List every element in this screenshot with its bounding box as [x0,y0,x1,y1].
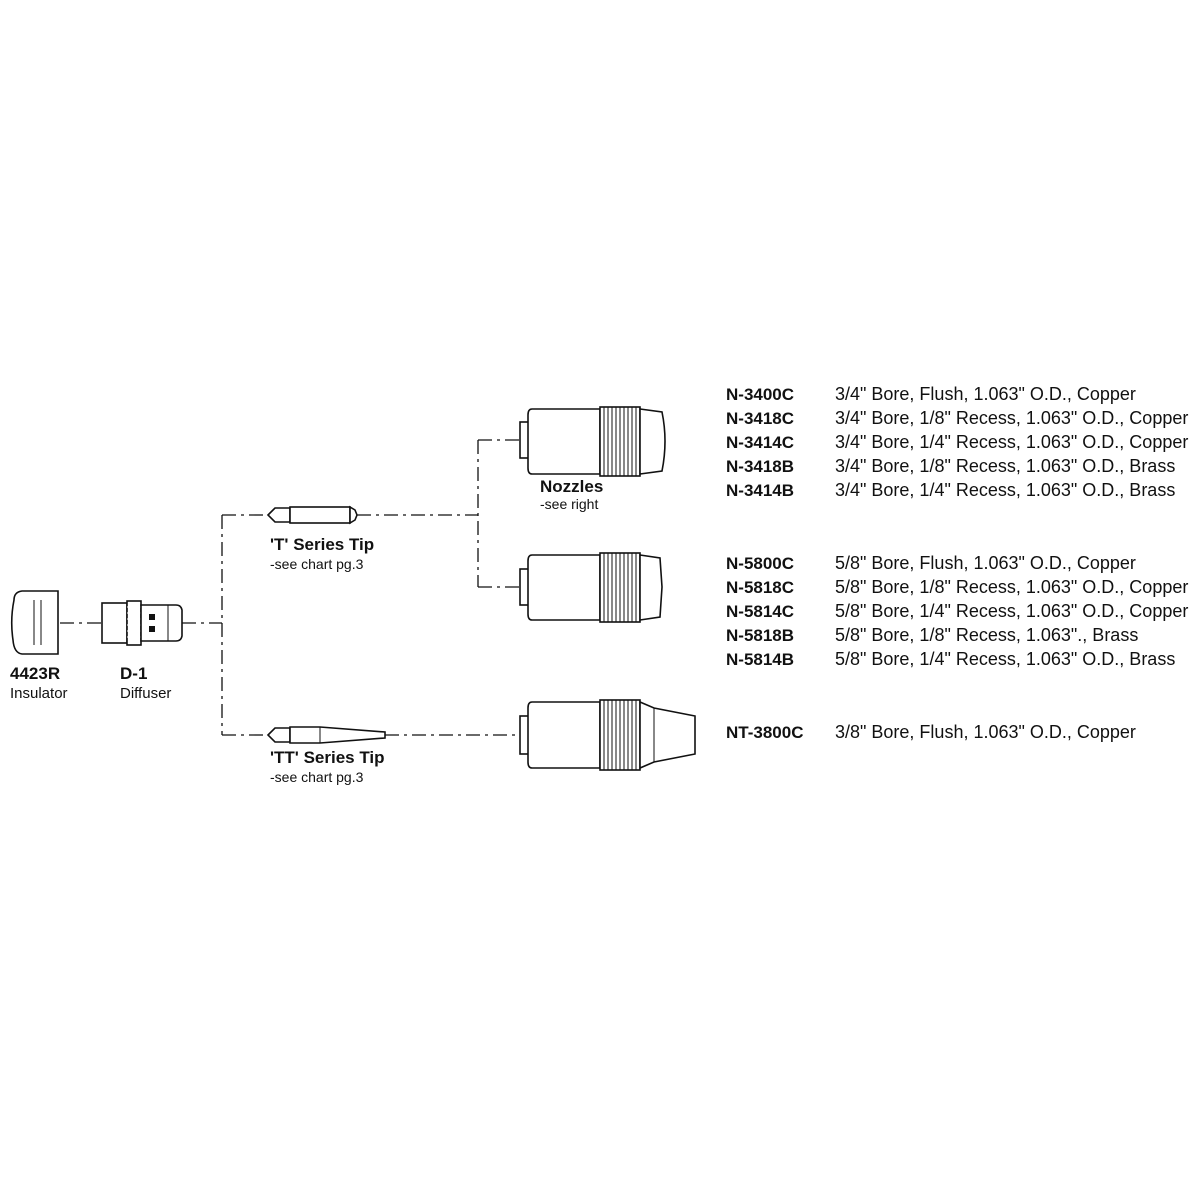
nozzle-lower-drawing [519,552,663,623]
insulator-caption: Insulator [10,685,68,702]
nozzle-upper-drawing [519,406,666,477]
spec-description: 5/8" Bore, 1/8" Recess, 1.063" O.D., Cop… [835,577,1188,597]
spec-description: 5/8" Bore, 1/4" Recess, 1.063" O.D., Cop… [835,601,1188,621]
tt-tip-note: -see chart pg.3 [270,769,364,785]
spec-part-number: N-5800C [726,554,794,573]
diffuser-caption: Diffuser [120,685,171,702]
spec-row: N-3414C 3/4" Bore, 1/4" Recess, 1.063" O… [726,432,1188,452]
spec-description: 3/4" Bore, 1/8" Recess, 1.063" O.D., Bra… [835,456,1175,476]
nozzles-title: Nozzles [540,477,603,496]
spec-row: N-3418B 3/4" Bore, 1/8" Recess, 1.063" O… [726,456,1175,476]
nozzle-nt-drawing [519,699,696,771]
spec-part-number: N-3414C [726,433,794,452]
spec-description: 3/4" Bore, Flush, 1.063" O.D., Copper [835,384,1136,404]
spec-description: 3/4" Bore, 1/4" Recess, 1.063" O.D., Bra… [835,480,1175,500]
spec-part-number: N-5818B [726,626,794,645]
spec-part-number: N-3414B [726,481,794,500]
diffuser-drawing [101,600,183,646]
spec-description: 3/8" Bore, Flush, 1.063" O.D., Copper [835,722,1136,742]
spec-part-number: N-5814C [726,602,794,621]
insulator-part-number: 4423R [10,664,60,683]
tt-tip-drawing [266,726,386,744]
spec-row: N-3414B 3/4" Bore, 1/4" Recess, 1.063" O… [726,480,1175,500]
tt-tip-title: 'TT' Series Tip [270,748,385,767]
spec-description: 5/8" Bore, Flush, 1.063" O.D., Copper [835,553,1136,573]
connection-lines [60,439,520,736]
spec-row: N-3400C 3/4" Bore, Flush, 1.063" O.D., C… [726,384,1136,404]
spec-description: 5/8" Bore, 1/8" Recess, 1.063"., Brass [835,625,1138,645]
spec-part-number: NT-3800C [726,723,803,742]
spec-part-number: N-3400C [726,385,794,404]
spec-part-number: N-3418B [726,457,794,476]
spec-row: N-5814B 5/8" Bore, 1/4" Recess, 1.063" O… [726,649,1175,669]
spec-row: N-5818C 5/8" Bore, 1/8" Recess, 1.063" O… [726,577,1188,597]
t-tip-drawing [266,505,358,525]
nozzle-spec-table: N-3400C 3/4" Bore, Flush, 1.063" O.D., C… [726,384,1188,742]
insulator-drawing [10,590,59,655]
spec-row: N-5818B 5/8" Bore, 1/8" Recess, 1.063".,… [726,625,1138,645]
spec-part-number: N-3418C [726,409,794,428]
t-tip-note: -see chart pg.3 [270,556,364,572]
nozzles-note: -see right [540,496,598,512]
spec-description: 3/4" Bore, 1/8" Recess, 1.063" O.D., Cop… [835,408,1188,428]
spec-part-number: N-5814B [726,650,794,669]
diffuser-part-number: D-1 [120,664,147,683]
spec-row: N-5814C 5/8" Bore, 1/4" Recess, 1.063" O… [726,601,1188,621]
spec-row: N-3418C 3/4" Bore, 1/8" Recess, 1.063" O… [726,408,1188,428]
spec-description: 3/4" Bore, 1/4" Recess, 1.063" O.D., Cop… [835,432,1188,452]
t-tip-title: 'T' Series Tip [270,535,374,554]
spec-row: NT-3800C 3/8" Bore, Flush, 1.063" O.D., … [726,722,1136,742]
spec-description: 5/8" Bore, 1/4" Recess, 1.063" O.D., Bra… [835,649,1175,669]
spec-row: N-5800C 5/8" Bore, Flush, 1.063" O.D., C… [726,553,1136,573]
spec-part-number: N-5818C [726,578,794,597]
